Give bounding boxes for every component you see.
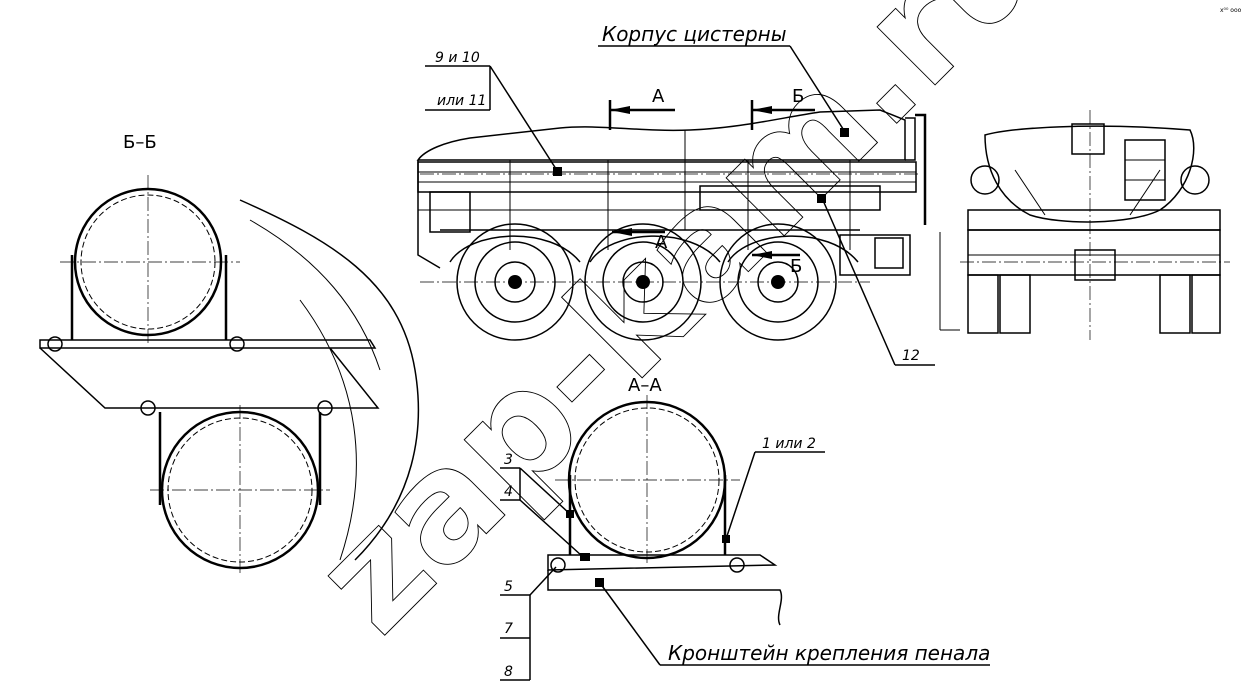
label-part-8: 8: [504, 664, 513, 680]
label-part-1-or-2: 1 или 2: [762, 436, 816, 452]
label-bracket: Кронштейн крепления пенала: [668, 641, 990, 665]
label-part-7: 7: [504, 621, 513, 637]
label-tank-body: Корпус цистерны: [602, 22, 787, 46]
corner-note: x⁰⁰ ooo: [1220, 7, 1242, 14]
watermark-text: zap-kam.ru: [282, 0, 1079, 665]
label-part-4: 4: [504, 484, 513, 500]
label-part-or-11: или 11: [437, 93, 486, 109]
section-aa-view: [547, 395, 783, 626]
trailer-side-view: [416, 100, 960, 341]
section-title-aa: А–А: [628, 375, 662, 396]
section-marker-a: А: [652, 86, 665, 107]
section-marker-a-lower: А: [655, 232, 668, 253]
section-marker-b-lower: Б: [790, 256, 802, 277]
section-title-bb: Б–Б: [123, 132, 157, 153]
leader-lines: [425, 45, 990, 681]
section-bb-view: [39, 175, 420, 575]
label-part-12: 12: [902, 348, 920, 364]
label-part-5: 5: [504, 579, 513, 595]
tank-body-outline: [416, 109, 906, 161]
label-part-9-10: 9 и 10: [435, 50, 480, 66]
trailer-rear-view: [960, 110, 1230, 340]
label-part-3: 3: [504, 452, 513, 468]
section-marker-b: Б: [792, 86, 804, 107]
